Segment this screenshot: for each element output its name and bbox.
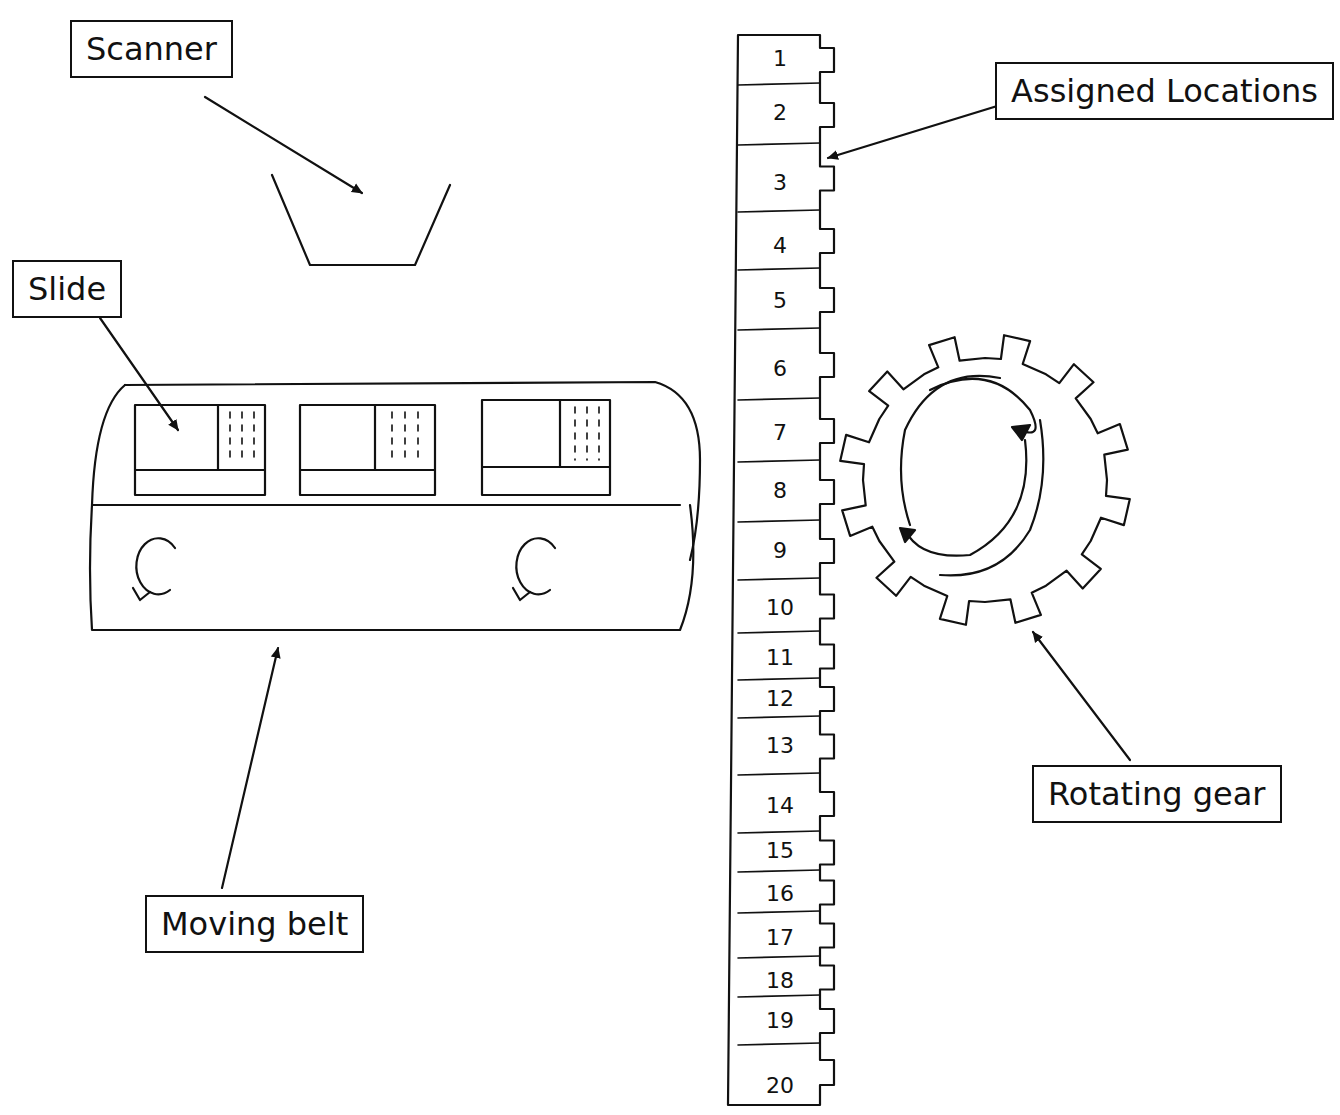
location-number: 10: [766, 595, 794, 620]
callout-text: Rotating gear: [1048, 775, 1266, 813]
location-number: 16: [766, 881, 794, 906]
location-number: 19: [766, 1008, 794, 1033]
rack-strip: [728, 35, 834, 1105]
rack-divider: [738, 210, 820, 212]
location-number: 18: [766, 968, 794, 993]
location-number: 6: [773, 356, 787, 381]
gear-symbol: [840, 335, 1130, 625]
rack-outline: [728, 35, 834, 1105]
leader-arrows: [100, 96, 1130, 888]
location-number: 4: [773, 233, 787, 258]
location-number: 3: [773, 170, 787, 195]
callout-box: Moving belt: [145, 895, 364, 953]
rack-divider: [738, 520, 820, 522]
rack-divider: [738, 578, 820, 580]
rack-divider: [738, 83, 820, 85]
rack-divider: [738, 631, 820, 633]
rack-divider: [738, 831, 820, 833]
rack-divider: [738, 773, 820, 775]
rack-divider: [738, 956, 820, 958]
rack-divider: [738, 460, 820, 462]
callout-text: Moving belt: [161, 905, 348, 943]
moving-belt-symbol: [90, 382, 700, 630]
location-number: 14: [766, 793, 794, 818]
rack-divider: [738, 1043, 820, 1045]
callout-text: Assigned Locations: [1011, 72, 1318, 110]
location-number: 11: [766, 645, 794, 670]
rack-divider: [738, 716, 820, 718]
rack-divider: [738, 870, 820, 872]
location-number: 2: [773, 100, 787, 125]
location-number: 8: [773, 478, 787, 503]
rack-divider: [738, 678, 820, 680]
callout-text: Slide: [28, 270, 106, 308]
rack-divider: [738, 995, 820, 997]
rack-divider: [738, 911, 820, 913]
rack-divider: [738, 143, 820, 145]
location-number: 12: [766, 686, 794, 711]
callout-box: Slide: [12, 260, 122, 318]
location-number: 20: [766, 1073, 794, 1098]
rack-divider: [738, 268, 820, 270]
location-number: 15: [766, 838, 794, 863]
slide-symbol: [135, 400, 610, 495]
rack-divider: [738, 328, 820, 330]
callout-box: Scanner: [70, 20, 233, 78]
location-number: 9: [773, 538, 787, 563]
location-number: 7: [773, 420, 787, 445]
location-number: 13: [766, 733, 794, 758]
location-number: 1: [773, 46, 787, 71]
rack-divider: [738, 398, 820, 400]
callout-box: Rotating gear: [1032, 765, 1282, 823]
gear-outline: [840, 335, 1130, 625]
callout-box: Assigned Locations: [995, 62, 1334, 120]
rotation-arrows: [900, 376, 1043, 576]
slide-label-marks: [230, 407, 599, 464]
callout-text: Scanner: [86, 30, 217, 68]
location-number: 5: [773, 288, 787, 313]
scanner-symbol: [272, 175, 450, 265]
location-number: 17: [766, 925, 794, 950]
